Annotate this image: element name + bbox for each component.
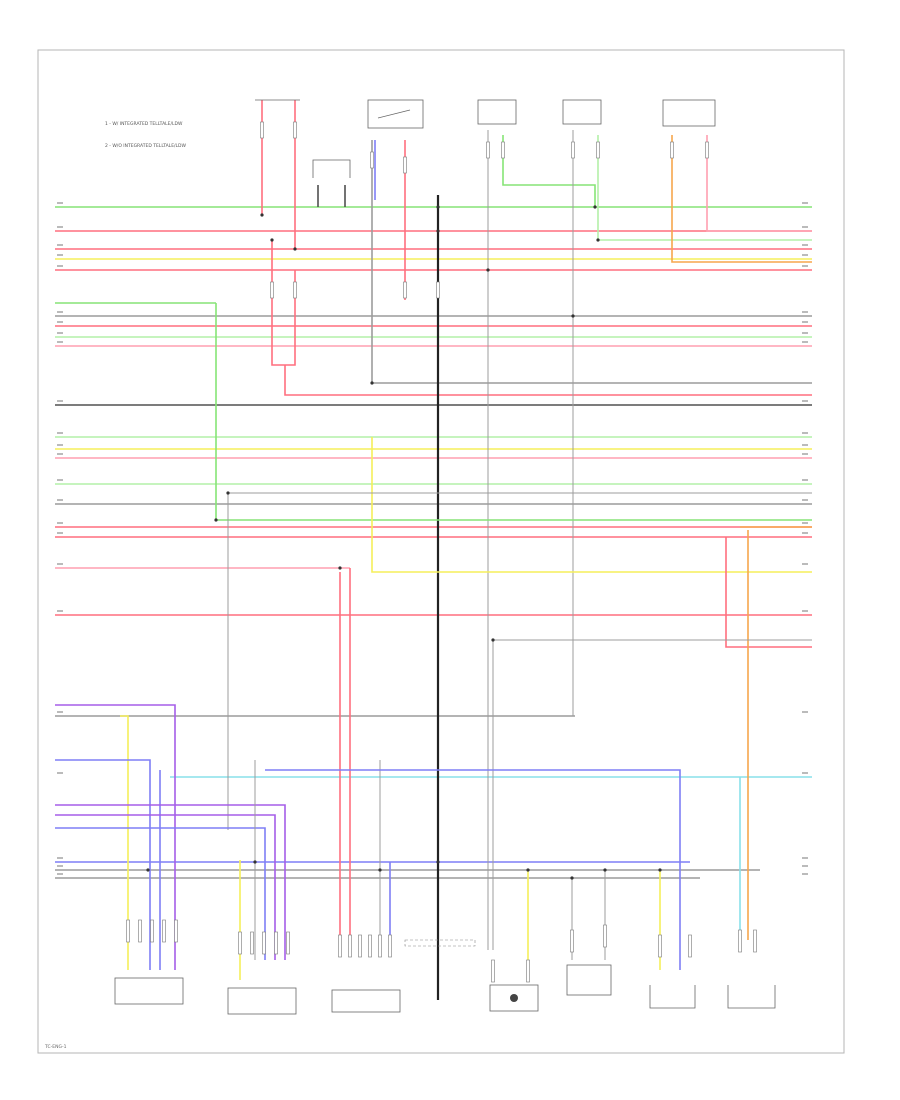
splice-point — [436, 205, 440, 209]
lock-actuator-box — [367, 99, 424, 129]
return-wire — [284, 365, 812, 396]
splice-point — [596, 238, 600, 242]
connector-pin — [250, 931, 254, 955]
steering-sensor-wire — [671, 135, 812, 263]
connector-pin — [403, 156, 407, 174]
legend-note-2: 2 - W/O INTEGRATED TELLTALE/LDW — [105, 143, 187, 149]
splice-point — [486, 268, 490, 272]
connector-pin — [436, 281, 440, 299]
stop-lamp-switch-box — [566, 964, 612, 996]
footer-label: TC-ENG-1 — [44, 1044, 67, 1050]
connector-pin — [378, 934, 382, 958]
connector-pin — [238, 931, 242, 955]
lf-door-module-box — [227, 987, 297, 1015]
legend-notes: 1 - W/ INTEGRATED TELLTALE/LDW 2 - W/O I… — [105, 121, 187, 149]
rf-speaker-wire — [502, 135, 596, 207]
splice-point — [526, 868, 530, 872]
connector-pin — [338, 934, 342, 958]
connector-pin — [571, 141, 575, 159]
splice-point — [370, 381, 374, 385]
connector-pin — [596, 141, 600, 159]
connector-pin — [486, 141, 490, 159]
ground-point-symbol — [404, 939, 476, 947]
connector-pin — [658, 934, 662, 958]
splice-point — [260, 213, 264, 217]
connector-pin — [150, 919, 154, 943]
connector-pin — [162, 919, 166, 943]
splice-point — [436, 860, 440, 864]
rf-door-wire — [120, 715, 129, 970]
connector-pin — [501, 141, 505, 159]
cross-wire — [725, 537, 812, 648]
splice-point — [436, 229, 440, 233]
splice-point — [658, 868, 662, 872]
steering-sensor-wire — [706, 135, 812, 232]
connector-pin — [688, 934, 692, 958]
rf-door-module-box — [114, 977, 184, 1005]
connector-pin — [753, 929, 757, 953]
splice-point — [214, 518, 218, 522]
lf-door-wire — [55, 814, 276, 960]
cruise-switch-symbol — [649, 985, 696, 1009]
splice-point — [378, 868, 382, 872]
abs-module-box — [489, 984, 539, 1012]
cross-wire — [371, 437, 812, 573]
connector-pin — [293, 281, 297, 299]
connector-pin — [126, 919, 130, 943]
wire-labels-layer — [57, 202, 808, 875]
connector-pin — [270, 281, 274, 299]
esp-module-box — [331, 989, 401, 1013]
connector-pin — [286, 931, 290, 955]
splice-point — [270, 238, 274, 242]
splice-point — [571, 314, 575, 318]
splice-point — [226, 491, 230, 495]
splice-point — [593, 205, 597, 209]
connector-pin — [388, 934, 392, 958]
connector-pin — [570, 929, 574, 953]
diagram-frame — [37, 49, 845, 1054]
connector-pin — [174, 919, 178, 943]
lf-door-wire — [55, 827, 266, 960]
rf-door-wire — [55, 759, 151, 970]
splice-point — [253, 860, 257, 864]
connector-pin — [403, 281, 407, 299]
rf-door-wire — [55, 704, 176, 970]
splice-point — [338, 566, 342, 570]
legend-note-1: 1 - W/ INTEGRATED TELLTALE/LDW — [105, 121, 183, 127]
splice-loop-wire — [271, 240, 296, 366]
splice-point — [491, 638, 495, 642]
connector-pin — [705, 141, 709, 159]
ecm-symbol — [727, 985, 776, 1009]
connectors-layer — [126, 121, 757, 983]
splice-point — [570, 876, 574, 880]
connector-pin — [368, 934, 372, 958]
connector-pin — [260, 121, 264, 139]
abs-module-icon — [510, 994, 518, 1002]
rf-speaker-box — [477, 99, 517, 125]
lf-speaker-box — [562, 99, 602, 125]
connector-pin — [603, 924, 607, 948]
lf-door-wire — [55, 804, 286, 960]
connector-pin — [274, 931, 278, 955]
connector-pin — [526, 959, 530, 983]
splice-point — [603, 868, 607, 872]
splice-point — [293, 247, 297, 251]
connector-pin — [358, 934, 362, 958]
components-layer — [114, 99, 776, 1015]
lock-actuator-switch — [377, 109, 411, 119]
connector-pin — [348, 934, 352, 958]
steering-sensor-box — [662, 99, 716, 127]
connector-pin — [738, 929, 742, 953]
connector-pin — [370, 151, 374, 169]
interior-switch-symbol — [312, 159, 351, 178]
wires-layer — [55, 100, 812, 1000]
connector-pin — [138, 919, 142, 943]
cruise-wire — [265, 769, 681, 970]
connector-pin — [491, 959, 495, 983]
connector-pin — [293, 121, 297, 139]
connector-pin — [670, 141, 674, 159]
splice-point — [146, 868, 150, 872]
connector-pin — [262, 931, 266, 955]
